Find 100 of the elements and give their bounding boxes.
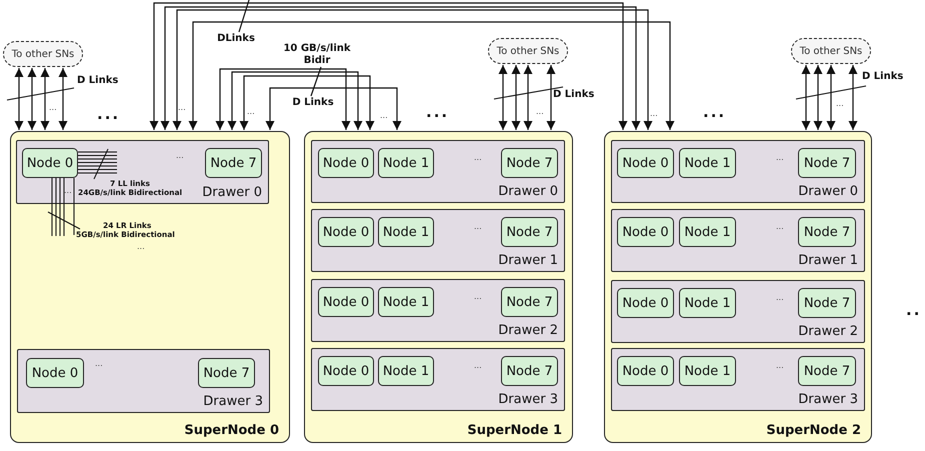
supernode-panel [604,131,872,443]
node-box [679,288,736,318]
ellipsis: ... [474,154,482,163]
arrow [188,21,674,130]
arrow [524,65,532,130]
node-label: Node 7 [804,224,850,240]
node-label: Node 0 [622,364,669,378]
arrow [814,65,822,130]
node-box [22,148,78,178]
node-box [318,287,374,317]
leader-line [310,66,322,96]
ellipsis: ... [95,360,103,369]
node-label: Node 1 [382,364,430,378]
node-box [679,217,736,247]
node-label: Node 7 [506,156,553,170]
node-label: Node 1 [684,296,731,310]
drawer-label: Drawer 3 [203,394,263,409]
node-label: Node 0 [622,296,669,310]
cloud-bubble [791,38,871,64]
node-box [501,287,558,317]
supernode-panel [10,131,290,443]
ellipsis: ... [474,293,482,302]
arrow [546,65,556,130]
link-label: D Links [77,75,118,86]
node-box [501,148,558,178]
node-label: Node 0 [32,366,78,380]
ellipsis: ... [474,362,482,371]
node-label: Node 1 [684,156,731,170]
node-box [26,358,84,388]
node-label: Node 1 [684,224,731,240]
ellipsis: ... [650,110,658,119]
drawer-label: Drawer 1 [498,253,558,268]
node-box [798,217,856,247]
drawer-panel [611,348,865,411]
drawer-panel [611,280,865,343]
drawer-panel [611,140,865,203]
node-box [798,356,856,386]
node-label: Node 7 [804,364,850,378]
cloud-bubble [3,41,83,67]
node-box [501,217,558,247]
ellipsis: .. [906,302,922,318]
ellipsis: ... [836,100,844,109]
node-label: Node 7 [506,364,553,378]
drawer-label: Drawer 3 [498,392,558,407]
ellipsis: ... [64,187,72,196]
link-label: 10 GB/s/link Bidir [282,43,352,66]
drawer-label: Drawer 1 [798,253,858,268]
node-box [679,148,736,178]
node-box [617,217,674,247]
node-label: Node 1 [382,156,430,170]
node-box [679,356,736,386]
node-label: Node 1 [382,224,430,240]
ellipsis: ... [776,223,784,232]
node-box [378,148,434,178]
drawer-panel [311,279,565,342]
arrow [512,65,520,130]
arrow [848,65,858,130]
drawer-label: Drawer 2 [498,323,558,338]
node-label: Node 0 [622,224,669,240]
leader-line [238,0,250,32]
drawer-panel [16,140,269,204]
ellipsis: ... [97,106,120,122]
node-label: Node 7 [804,296,850,310]
arrow [58,68,68,130]
drawer-panel [17,349,270,413]
cloud-label: To other SNs [800,46,862,56]
ellipsis: ... [776,362,784,371]
drawer-label: Drawer 0 [202,185,262,200]
drawer-label: Drawer 0 [498,184,558,199]
ellipsis: ... [426,104,450,120]
node-box [318,356,374,386]
ellipsis: ... [247,108,255,117]
node-label: Node 0 [322,294,370,310]
link-label: D Links [862,71,904,82]
node-box [501,356,558,386]
link-label: DLinks [217,32,255,44]
arrow [802,65,810,130]
node-box [617,148,674,178]
ellipsis: ... [380,112,388,121]
drawer-panel [311,209,565,272]
node-box [378,217,434,247]
arrow [40,68,50,130]
ellipsis: ... [536,108,544,117]
node-label: Node 0 [26,156,74,170]
arrow [498,65,508,130]
arrow [826,65,836,130]
node-label: Node 7 [506,294,553,310]
node-label: Node 7 [210,156,257,170]
drawer-label: Drawer 3 [798,392,858,407]
ellipsis: ... [176,152,184,161]
cloud-label: To other SNs [496,46,560,56]
cloud-bubble [488,38,568,64]
node-label: Node 7 [203,366,250,380]
ellipsis: ... [776,154,784,163]
ellipsis: ... [178,104,186,113]
arrow [216,68,350,130]
node-box [798,148,856,178]
supernode-panel [304,131,573,443]
cloud-label: To other SNs [12,48,74,60]
supernode-label: SuperNode 2 [766,423,861,438]
